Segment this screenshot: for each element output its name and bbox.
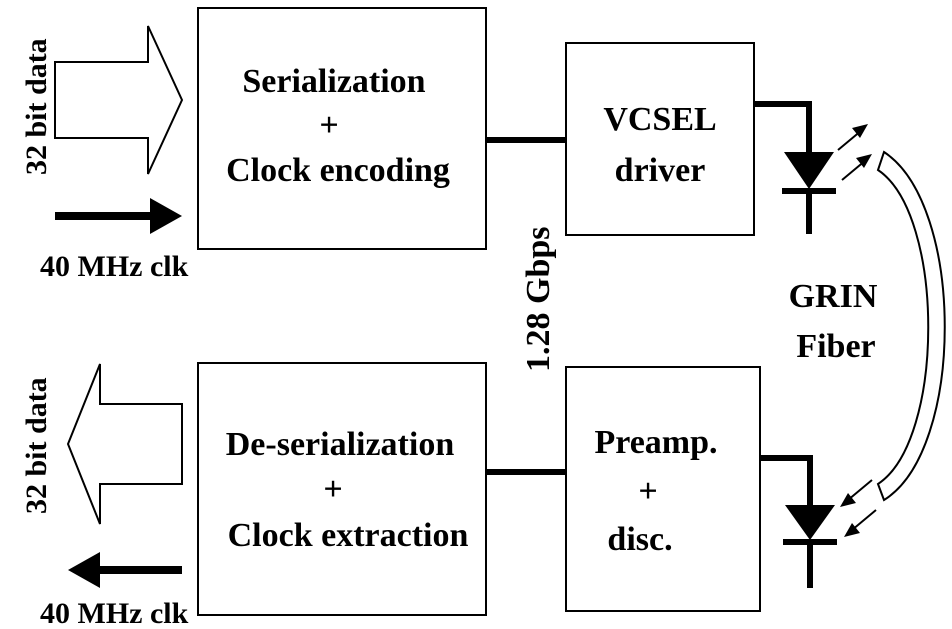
rx-data-label: 32 bit data [20, 377, 53, 514]
photodiode-light-head-2 [844, 523, 860, 537]
preamp-line3: disc. [607, 521, 672, 558]
deserializer-line1: De-serialization [226, 426, 455, 463]
fiber-label-line2: Fiber [796, 328, 875, 365]
preamp-block [565, 366, 761, 612]
grin-fiber-icon [876, 150, 946, 502]
rx-clk-arrow-head [68, 552, 100, 588]
serializer-line3: Clock encoding [226, 152, 450, 189]
preamp-line1: Preamp. [594, 424, 717, 461]
vcsel-emit-head-2 [856, 154, 872, 168]
photodiode-light-arrow-1 [847, 479, 873, 501]
vcsel-led-icon [784, 152, 834, 189]
tx-clk-arrow-head [150, 198, 182, 234]
photodiode-lead-top [760, 455, 813, 505]
preamp-line2: + [638, 473, 657, 510]
photodiode-light-arrow-2 [851, 509, 877, 531]
fiber-label-line1: GRIN [789, 278, 878, 315]
deserializer-line2: + [323, 471, 342, 508]
photodiode-icon [785, 505, 835, 540]
vcsel-lead-top [754, 101, 812, 152]
deserializer-line3: Clock extraction [228, 517, 469, 554]
vcsel-driver-block [565, 42, 755, 236]
serializer-block [197, 7, 487, 250]
link-rate-label: 1.28 Gbps [520, 227, 557, 373]
tx-clk-label: 40 MHz clk [40, 250, 189, 283]
serializer-line2: + [319, 107, 338, 144]
photodiode-light-head-1 [840, 493, 856, 507]
vcsel-driver-line2: driver [615, 152, 706, 189]
rx-data-arrow [66, 363, 183, 525]
vcsel-driver-line1: VCSEL [603, 101, 716, 138]
tx-data-arrow [54, 25, 184, 175]
serializer-line1: Serialization [242, 63, 425, 100]
tx-data-label: 32 bit data [20, 38, 53, 175]
rx-clk-label: 40 MHz clk [40, 597, 189, 629]
vcsel-emit-head-1 [852, 124, 868, 138]
deserializer-block [197, 362, 487, 616]
